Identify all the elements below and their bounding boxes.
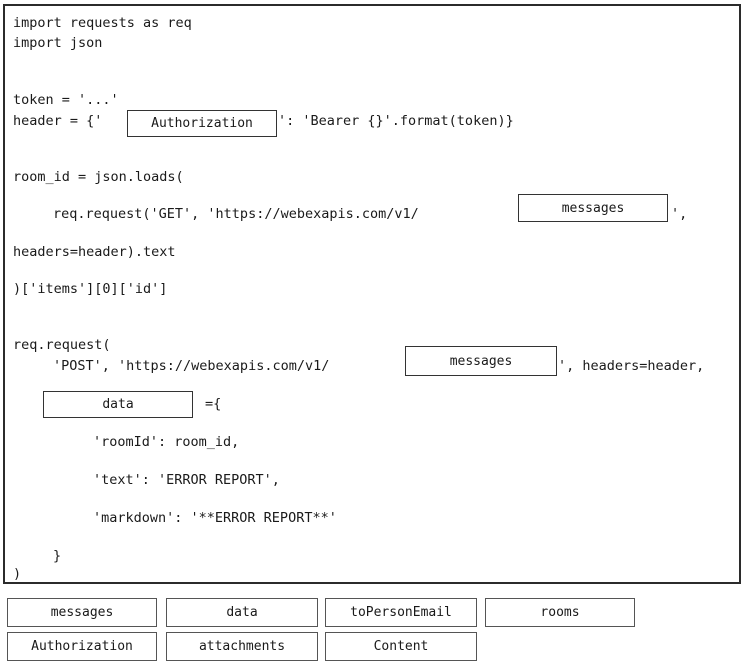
- header-key-drop-slot[interactable]: Authorization: [127, 110, 277, 137]
- code-line-header-start: header = {': [13, 113, 103, 129]
- post-endpoint-drop-slot[interactable]: messages: [405, 346, 557, 376]
- option-rooms[interactable]: rooms: [485, 598, 635, 627]
- code-line-markdown-field: 'markdown': '**ERROR REPORT**': [93, 510, 337, 526]
- option-data[interactable]: data: [166, 598, 318, 627]
- code-line-room-id-field: 'roomId': room_id,: [93, 434, 240, 450]
- code-line-post-url-end: ', headers=header,: [558, 358, 705, 374]
- code-line-text-field: 'text': 'ERROR REPORT',: [93, 472, 280, 488]
- code-line-body-close: }: [53, 548, 62, 564]
- code-line-post-request: req.request(: [13, 337, 111, 353]
- body-param-drop-slot[interactable]: data: [43, 391, 193, 418]
- code-line-post-url: 'POST', 'https://webexapis.com/v1/: [53, 358, 330, 374]
- code-line-request-close: ): [13, 566, 22, 582]
- code-line-get-request: req.request('GET', 'https://webexapis.co…: [53, 206, 419, 222]
- code-line-import-requests: import requests as req: [13, 15, 192, 31]
- code-line-header-end: ': 'Bearer {}'.format(token)}: [278, 113, 514, 129]
- code-line-items-id: )['items'][0]['id']: [13, 281, 168, 297]
- code-panel: import requests as req import json token…: [3, 4, 741, 584]
- option-messages[interactable]: messages: [7, 598, 157, 627]
- option-authorization[interactable]: Authorization: [7, 632, 157, 661]
- get-endpoint-drop-slot[interactable]: messages: [518, 194, 668, 222]
- code-line-room-id: room_id = json.loads(: [13, 169, 184, 185]
- code-line-import-json: import json: [13, 35, 103, 51]
- option-content[interactable]: Content: [325, 632, 477, 661]
- code-line-headers-text: headers=header).text: [13, 244, 176, 260]
- code-line-body-open: ={: [205, 396, 222, 412]
- code-line-get-request-end: ',: [671, 206, 688, 222]
- option-attachments[interactable]: attachments: [166, 632, 318, 661]
- code-line-token: token = '...': [13, 92, 119, 108]
- option-to-person-email[interactable]: toPersonEmail: [325, 598, 477, 627]
